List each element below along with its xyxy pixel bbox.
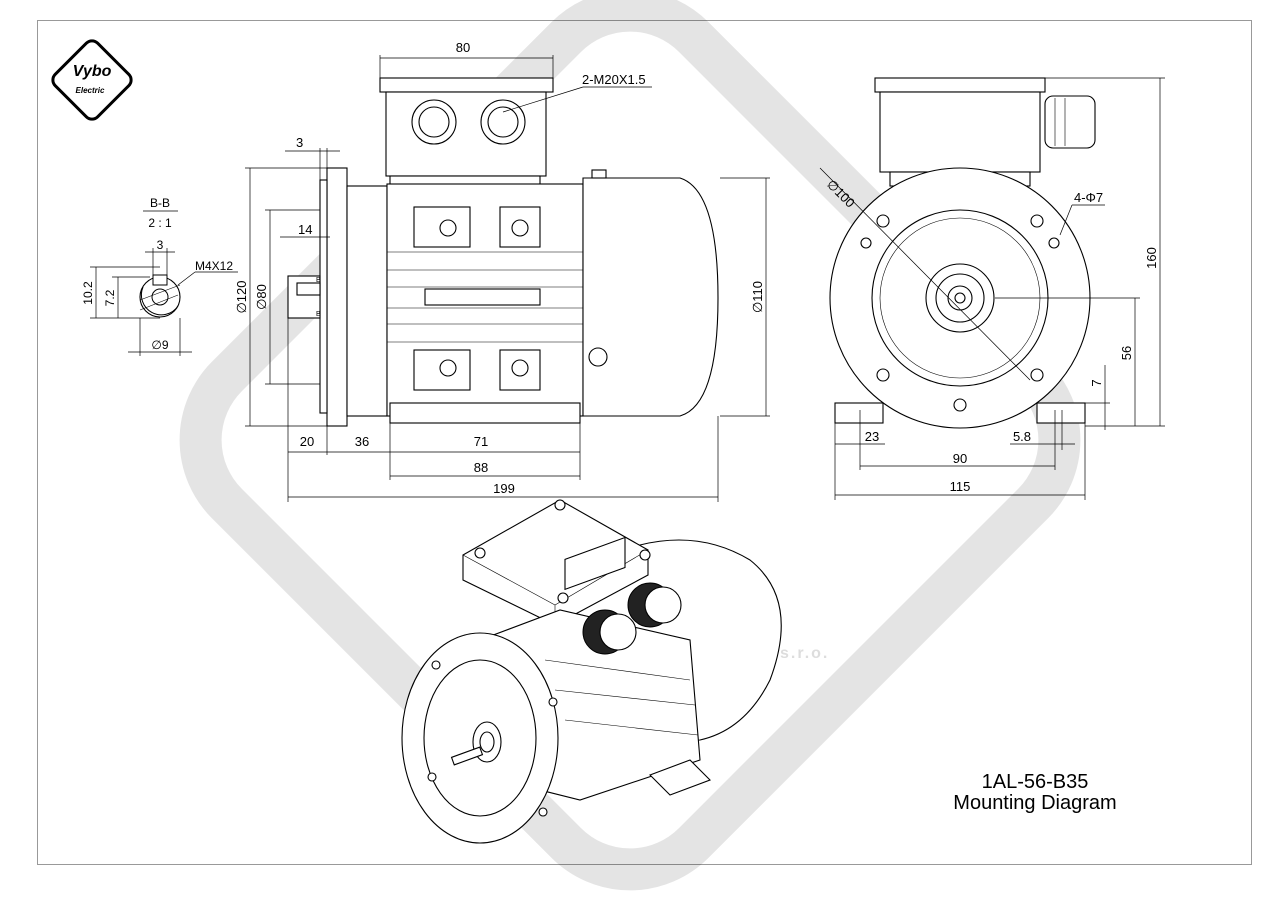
section-mark-top: B — [316, 277, 321, 284]
spigot-dia: ∅80 — [254, 284, 269, 310]
isometric-view — [401, 499, 782, 844]
dim-10-2: 10.2 — [81, 281, 95, 305]
model-name: 1AL-56-B35 — [981, 771, 1089, 793]
dim-23: 23 — [865, 429, 879, 444]
drawing-frame — [37, 20, 1252, 865]
dim-36: 36 — [355, 434, 369, 449]
section-scale: 2 : 1 — [148, 216, 172, 230]
diagram-subtitle: Mounting Diagram — [953, 792, 1117, 814]
foot-thk: 7 — [1089, 379, 1104, 386]
box-width: 80 — [456, 40, 470, 55]
dim-199: 199 — [493, 481, 515, 496]
logo-text: Vybo — [73, 63, 112, 80]
logo-sub: Electric — [76, 86, 105, 95]
section-name: B-B — [150, 196, 170, 210]
gland-label: 2-M20X1.5 — [582, 72, 646, 87]
flange-dia: ∅120 — [234, 280, 249, 313]
section-view: B-B 2 : 1 3 M4X12 10.2 7.2 — [81, 196, 238, 356]
side-view: 80 2-M20X1.5 3 14 ∅120 ∅80 ∅110 B B — [234, 40, 770, 502]
section-mark-bottom: B — [316, 311, 321, 318]
dim-20: 20 — [300, 434, 314, 449]
thread-label: M4X12 — [195, 259, 233, 273]
title-block: 1AL-56-B35 Mounting Diagram — [905, 772, 1165, 814]
end-view: ∅100 4-Φ7 160 56 7 23 5.8 90 — [819, 77, 1165, 500]
shaft-dia: ∅9 — [151, 338, 168, 352]
dim-115: 115 — [950, 479, 971, 494]
holes-label: 4-Φ7 — [1074, 190, 1103, 205]
key-width: 3 — [157, 238, 164, 252]
dim-71: 71 — [474, 434, 488, 449]
brand-suffix: s.r.o. — [780, 645, 830, 662]
dim-90: 90 — [953, 451, 967, 466]
dim-88: 88 — [474, 460, 488, 475]
flange-thk: 3 — [296, 135, 303, 150]
body-dia: ∅110 — [750, 281, 765, 313]
shaft-key: 14 — [298, 222, 312, 237]
shaft-height: 56 — [1119, 346, 1134, 360]
brand-logo: Vybo Electric — [51, 39, 133, 121]
dim-5-8: 5.8 — [1013, 429, 1031, 444]
dim-7-2: 7.2 — [103, 289, 117, 306]
height-total: 160 — [1144, 247, 1159, 269]
